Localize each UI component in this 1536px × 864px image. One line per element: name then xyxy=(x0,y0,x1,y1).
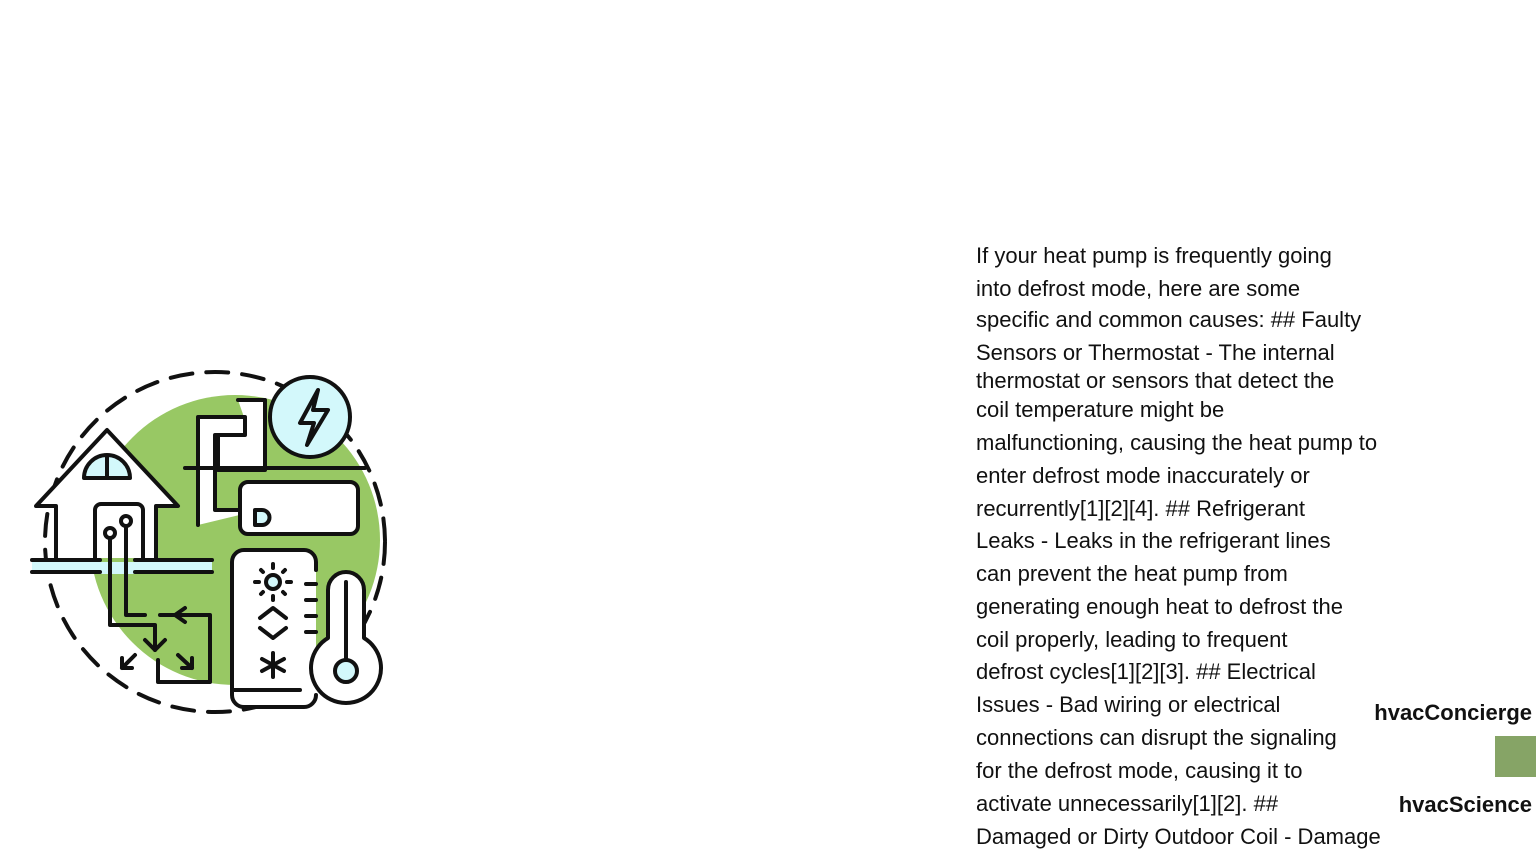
dashed-ring xyxy=(43,370,387,714)
text-line: can prevent the heat pump from xyxy=(976,561,1288,586)
text-line: into defrost mode, here are some xyxy=(976,276,1301,301)
text-line: activate unnecessarily[1][2]. ## xyxy=(976,791,1279,816)
text-line: Leaks - Leaks in the refrigerant lines xyxy=(976,528,1331,553)
text-line: Issues - Bad wiring or electrical xyxy=(976,692,1281,717)
text-line: specific and common causes: ## Faulty xyxy=(976,307,1362,332)
text-line: Sensors or Thermostat - The internal xyxy=(976,340,1335,365)
text-line: connections can disrupt the signaling xyxy=(976,725,1337,750)
text-line: for the defrost mode, causing it to xyxy=(976,758,1303,783)
text-line: defrost cycles[1][2][3]. ## Electrical xyxy=(976,659,1316,684)
text-line: coil properly, leading to frequent xyxy=(976,627,1288,652)
logo-text-a: hvacScience xyxy=(1398,792,1532,817)
airflow-arrows-icon xyxy=(103,514,212,684)
outdoor-unit-icon xyxy=(183,375,367,536)
text-line: Damaged or Dirty Outdoor Coil - Damage xyxy=(976,824,1381,849)
text-line: enter defrost mode inaccurately or xyxy=(976,463,1310,488)
text-line: If your heat pump is frequently going xyxy=(976,243,1332,268)
text-line: generating enough heat to defrost the xyxy=(976,594,1343,619)
thermometer-icon xyxy=(309,570,383,705)
thermostat-remote-icon xyxy=(230,548,318,709)
text-line: thermostat or sensors that detect the xyxy=(976,368,1335,393)
heat-pump-illustration xyxy=(30,370,387,714)
text-line: coil temperature might be xyxy=(976,397,1225,422)
logo-text-b: hvacConcierge xyxy=(1374,700,1532,725)
text-line: malfunctioning, causing the heat pump to xyxy=(976,430,1378,455)
text-line: recurrently[1][2][4]. ## Refrigerant xyxy=(976,496,1305,521)
accent-box xyxy=(1495,736,1536,777)
